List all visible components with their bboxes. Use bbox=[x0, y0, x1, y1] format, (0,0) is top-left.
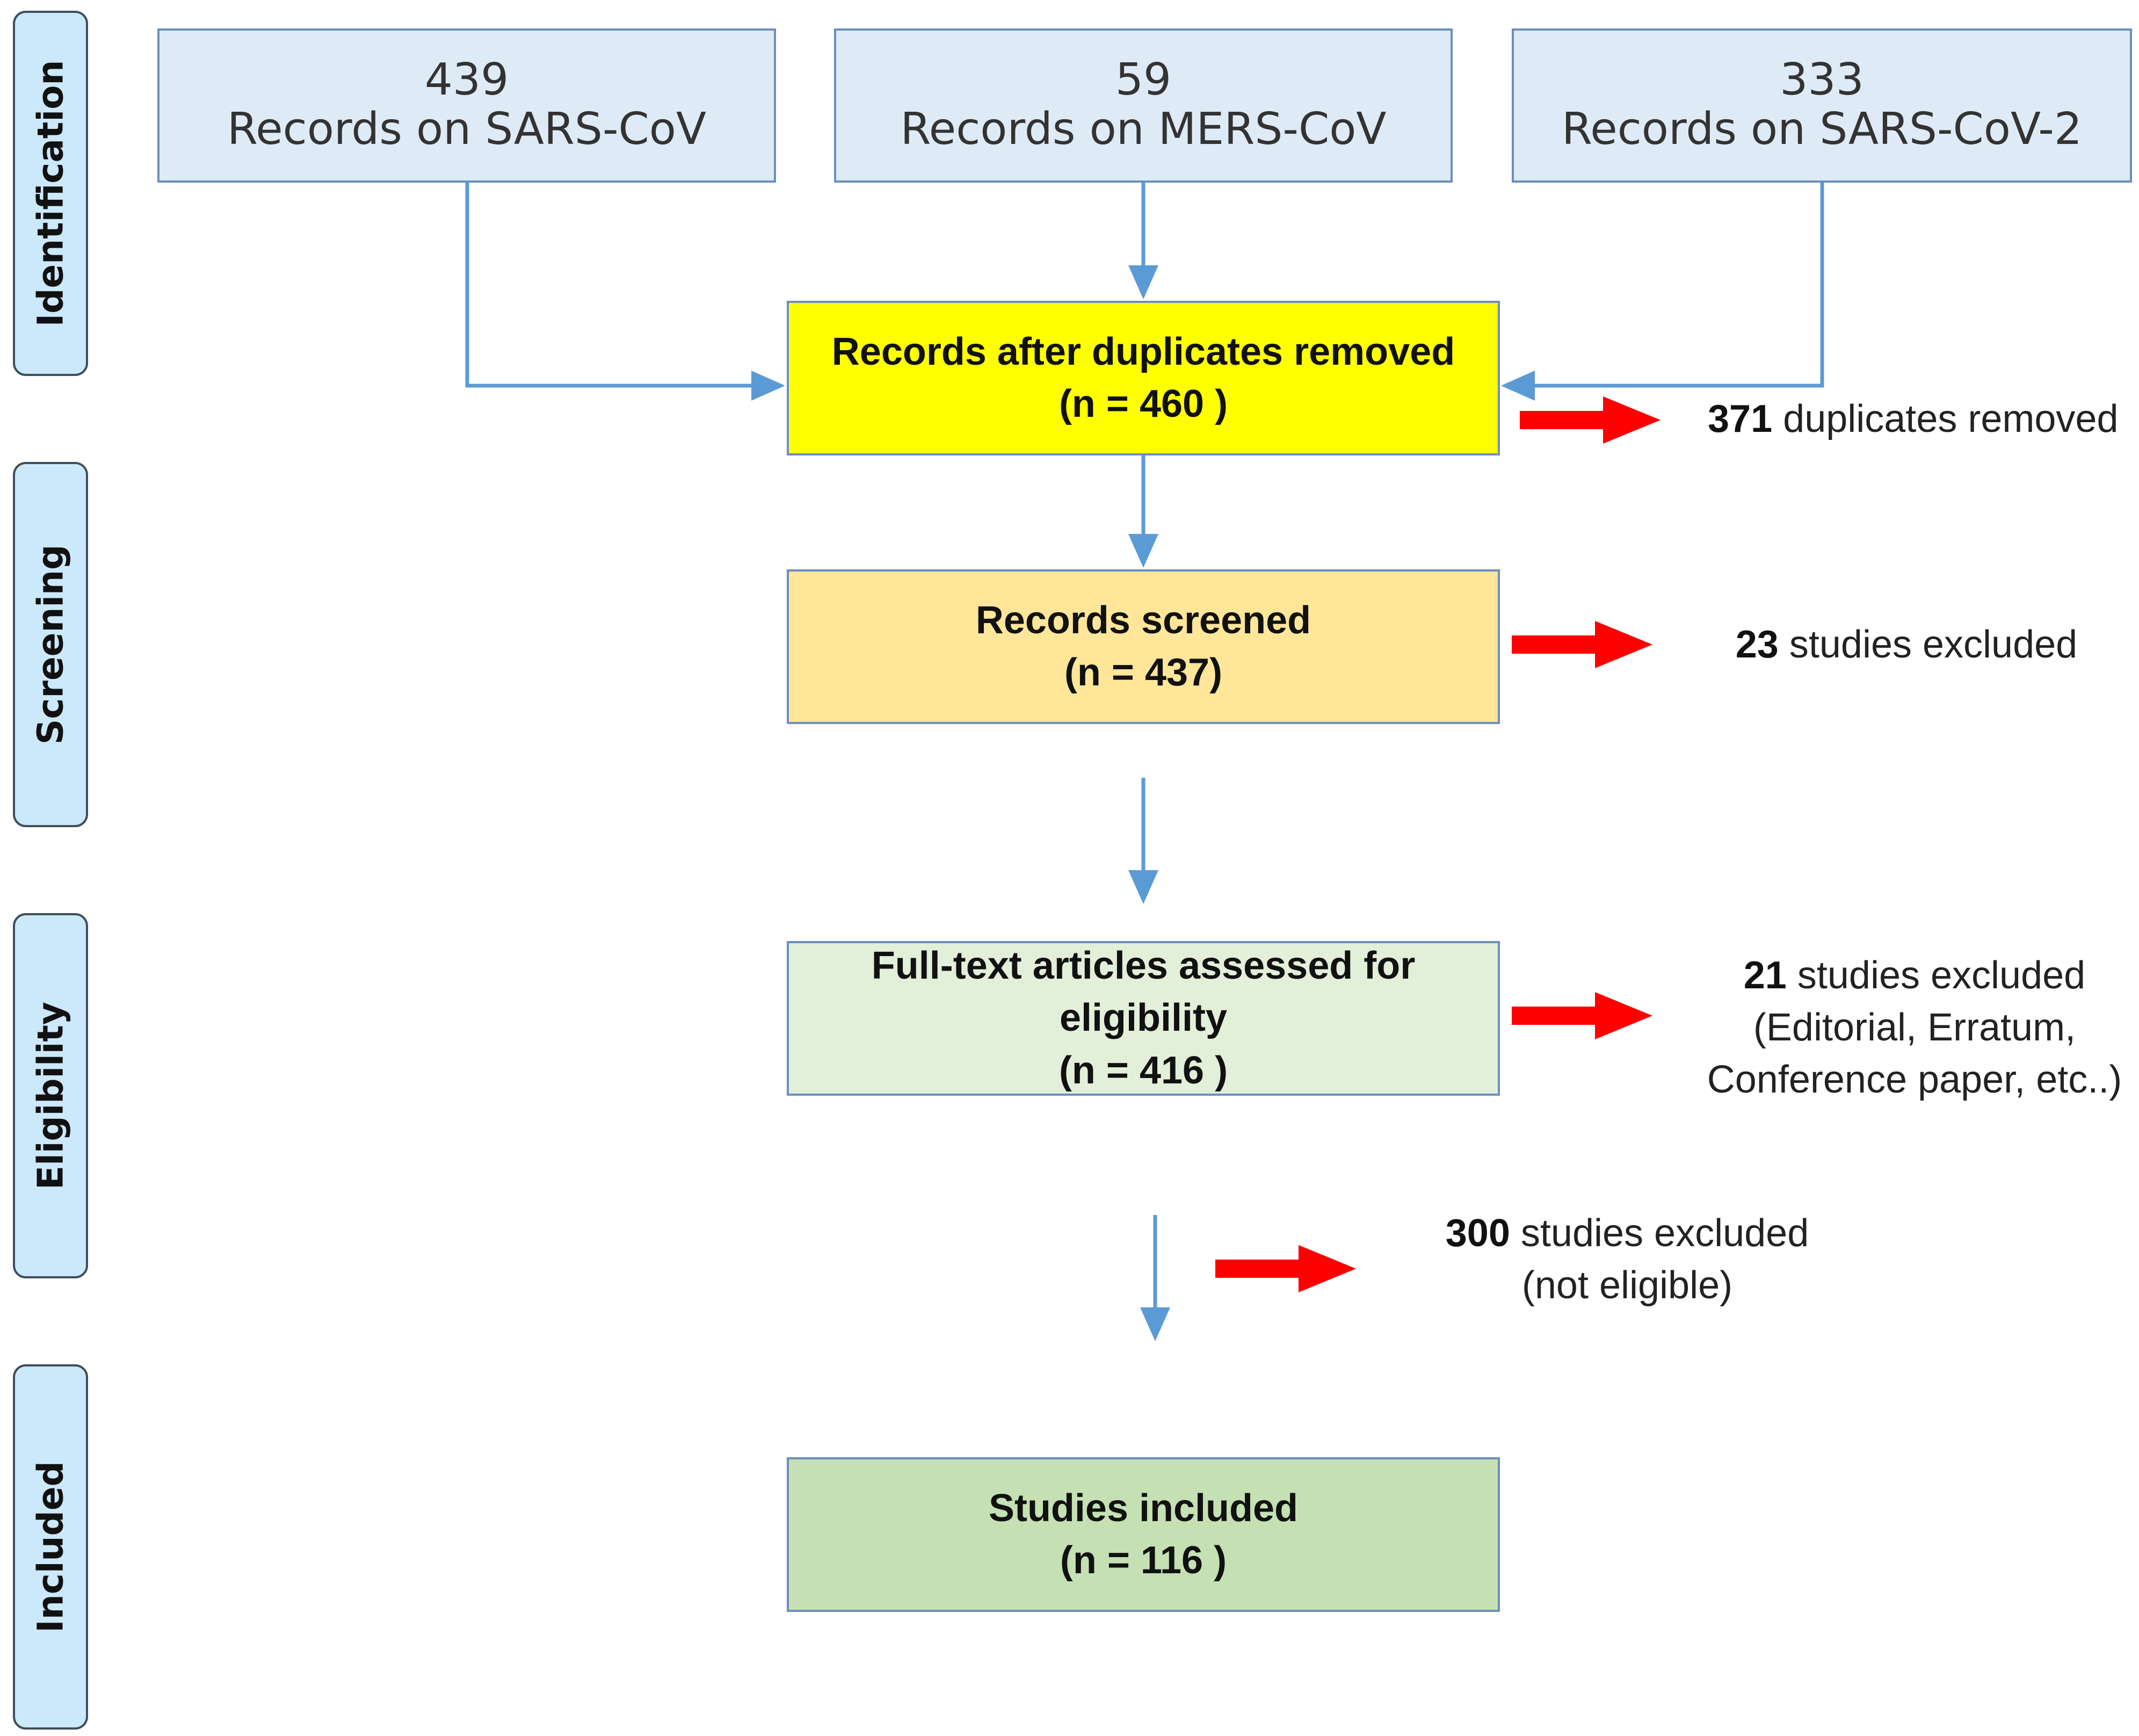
fulltext-title-line1: Full-text articles assessed for bbox=[871, 944, 1416, 988]
phase-included: Included bbox=[13, 1364, 88, 1730]
included-box: Studies included (n = 116 ) bbox=[787, 1457, 1500, 1612]
included-count: (n = 116 ) bbox=[1060, 1539, 1227, 1582]
fulltext-count: (n = 416 ) bbox=[1058, 1048, 1228, 1092]
exclusion-arrow-fulltext bbox=[1512, 992, 1652, 1039]
dedup-title: Records after duplicates removed bbox=[831, 330, 1455, 373]
note-eligibility: 300 studies excluded (not eligible) bbox=[1418, 1207, 1837, 1312]
note-duplicates: 371 duplicates removed bbox=[1708, 393, 2132, 445]
note-eligibility-line1: 300 studies excluded bbox=[1418, 1207, 1837, 1260]
note-eligibility-count: 300 bbox=[1445, 1212, 1510, 1255]
dedup-box: Records after duplicates removed (n = 46… bbox=[787, 301, 1500, 455]
note-fulltext-line2: (Editorial, Erratum, bbox=[1753, 1006, 2076, 1050]
source-label-sars-cov: Records on SARS-CoV bbox=[227, 104, 707, 155]
source-label-sars-cov-2: Records on SARS-CoV-2 bbox=[1561, 104, 2083, 155]
source-box-mers-cov: 59 Records on MERS-CoV bbox=[834, 28, 1453, 183]
note-screening-line: 23 studies excluded bbox=[1697, 619, 2116, 671]
phase-screening: Screening bbox=[13, 462, 88, 827]
phase-eligibility: Eligibility bbox=[13, 913, 88, 1278]
note-screening-text: studies excluded bbox=[1778, 623, 2078, 666]
source-count-sars-cov: 439 bbox=[424, 54, 509, 106]
note-duplicates-line: 371 duplicates removed bbox=[1708, 393, 2132, 445]
note-eligibility-text: studies excluded bbox=[1510, 1212, 1809, 1255]
note-duplicates-count: 371 bbox=[1708, 397, 1773, 440]
note-screening-count: 23 bbox=[1735, 623, 1779, 666]
note-fulltext-line1: 21 studies excluded bbox=[1697, 950, 2132, 1002]
note-screening: 23 studies excluded bbox=[1697, 619, 2116, 671]
note-fulltext-line3: Conference paper, etc..) bbox=[1707, 1058, 2122, 1102]
source-count-mers-cov: 59 bbox=[1115, 54, 1172, 106]
connector-sars bbox=[465, 183, 785, 401]
included-title: Studies included bbox=[988, 1486, 1299, 1530]
screened-title: Records screened bbox=[975, 598, 1311, 642]
exclusion-arrow-duplicates bbox=[1520, 396, 1661, 444]
note-fulltext-text: studies excluded bbox=[1786, 954, 2086, 997]
phase-identification: Identification bbox=[13, 11, 88, 376]
note-fulltext: 21 studies excluded (Editorial, Erratum,… bbox=[1697, 950, 2132, 1106]
source-box-sars-cov: 439 Records on SARS-CoV bbox=[157, 28, 776, 183]
source-label-mers-cov: Records on MERS-CoV bbox=[900, 104, 1387, 155]
fulltext-box: Full-text articles assessed for eligibil… bbox=[787, 941, 1500, 1096]
source-box-sars-cov-2: 333 Records on SARS-CoV-2 bbox=[1512, 28, 2132, 183]
dedup-count: (n = 460 ) bbox=[1058, 382, 1228, 425]
screened-box: Records screened (n = 437) bbox=[787, 569, 1500, 724]
source-count-sars-cov-2: 333 bbox=[1780, 54, 1864, 106]
note-fulltext-count: 21 bbox=[1743, 954, 1787, 997]
connector-sars2 bbox=[1501, 183, 1824, 401]
note-eligibility-line2: (not eligible) bbox=[1521, 1264, 1733, 1307]
note-duplicates-text: duplicates removed bbox=[1772, 397, 2119, 440]
exclusion-arrow-eligibility bbox=[1215, 1245, 1356, 1292]
exclusion-arrow-screening bbox=[1512, 621, 1652, 668]
fulltext-title-line2: eligibility bbox=[1059, 996, 1228, 1040]
screened-count: (n = 437) bbox=[1064, 651, 1223, 694]
